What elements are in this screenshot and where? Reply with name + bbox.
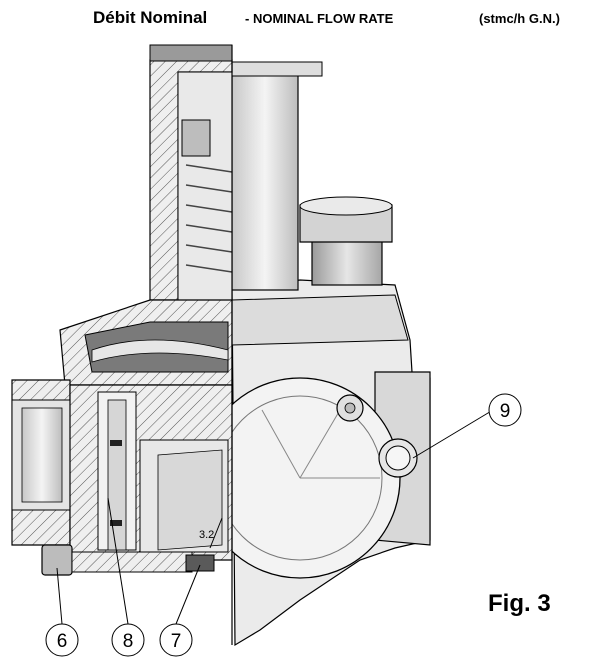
spring (185, 164, 233, 273)
callout-7-label: 7 (171, 631, 182, 652)
spring-housing-exterior (231, 61, 323, 291)
cross-section: 3.2 (11, 44, 233, 645)
callout-6-label: 6 (57, 631, 68, 652)
pilot-cap (299, 196, 393, 286)
flow-unit: (stmc/h G.N.) (479, 11, 560, 26)
callout-6: 6 (45, 623, 79, 657)
callout-9-label: 9 (500, 401, 511, 422)
callout-8: 8 (111, 623, 145, 657)
callout-7: 7 (159, 623, 193, 657)
leader-lines (56, 409, 494, 625)
header: Débit Nominal - NOMINAL FLOW RATE (stmc/… (0, 8, 611, 34)
dimension-label: 3.2 (199, 529, 214, 541)
callout-8-label: 8 (123, 631, 134, 652)
title-english: - NOMINAL FLOW RATE (245, 11, 394, 26)
title-french: Débit Nominal (93, 8, 208, 27)
figure-label: Fig. 3 (488, 590, 551, 617)
callout-9: 9 (488, 393, 522, 427)
valve-body-exterior (199, 279, 431, 647)
